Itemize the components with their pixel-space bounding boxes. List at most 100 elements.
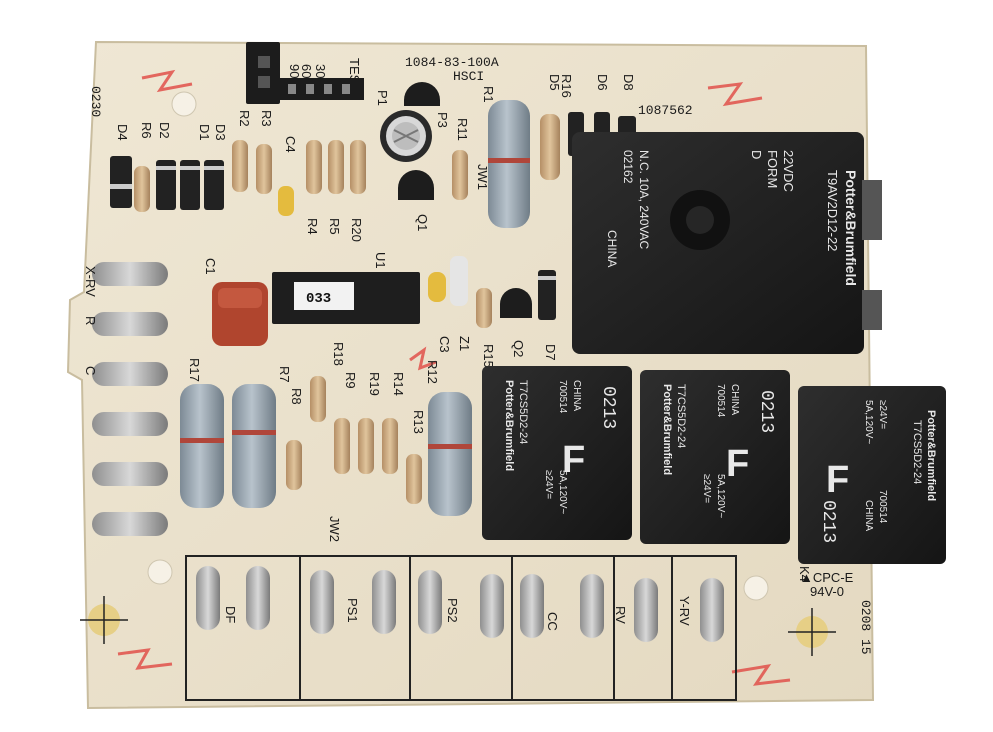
ref-r12: R12 [425,360,440,384]
ref-r14: R14 [391,372,406,396]
ref-r15: R15 [481,344,496,368]
maker-line-1: ▲CPC-E [800,570,854,585]
main-relay: Potter&Brumfield T9AV2D12-22 22VDC FORM … [572,132,882,354]
svg-text:F: F [826,459,849,501]
side-terminal [92,512,168,536]
ic-label: 033 [306,291,331,307]
svg-text:700514: 700514 [715,384,726,418]
ref-r6: R6 [139,122,154,139]
side-terminal: R [83,312,168,336]
terminal-label-df: DF [223,606,238,623]
svg-text:≥24V=: ≥24V= [701,474,712,503]
ref-r1: R1 [481,86,496,103]
svg-text:5A,120V~: 5A,120V~ [863,400,874,444]
svg-text:F: F [726,443,749,485]
side-terminal: X-RV [83,262,168,297]
ref-d2: D2 [157,122,172,139]
svg-text:700514: 700514 [877,490,888,524]
side-terminal: C [83,362,168,386]
ref-p3: P3 [435,112,450,128]
ref-jw2: JW2 [327,516,342,542]
date-code-right: 0208 15 [858,600,873,655]
main-relay-line2: FORM [765,150,780,188]
part-number: 1084-83-100A [405,55,499,70]
small-relay-2: Potter&Brumfield T7CS5D2-24 700514 CHINA… [640,370,790,544]
svg-text:Potter&Brumfield: Potter&Brumfield [661,384,673,475]
bottom-terminals: DF PS1 PS2 CC RV Y-RV [185,555,737,701]
svg-text:5A,120V~: 5A,120V~ [557,470,568,514]
small-relay-3: Potter&Brumfield T7CS5D2-24 ≥24V= 5A,120… [798,386,946,564]
ref-d3: D3 [213,124,228,141]
svg-text:0213: 0213 [598,386,618,429]
main-relay-code: 02162 [621,150,635,184]
ref-q1: Q1 [415,214,430,231]
terminal-label-ps1: PS1 [345,598,360,623]
svg-text:CHINA: CHINA [729,384,740,415]
svg-text:F: F [562,439,585,481]
serial-number: 1087562 [638,103,693,118]
label-30: 30 [313,64,328,78]
side-terminals: X-RV R C [83,262,168,536]
svg-text:Potter&Brumfield: Potter&Brumfield [503,380,515,471]
ref-r3: R3 [259,110,274,127]
small-resistors [134,114,560,504]
ic-chip-u1: 033 [272,272,420,324]
electrolytic-capacitor [380,110,432,162]
ref-r20: R20 [349,218,364,242]
diode-row [110,112,636,320]
transistor-q2 [500,288,532,318]
svg-text:5A,120V~: 5A,120V~ [715,474,726,518]
terminal-label-rv: RV [613,606,628,624]
label-90: 90 [287,64,302,78]
pin-header [246,42,364,104]
film-capacitor [212,282,268,346]
svg-text:≥24V=: ≥24V= [877,400,888,429]
svg-text:Potter&Brumfield: Potter&Brumfield [925,410,937,501]
ref-q2: Q2 [511,340,526,357]
svg-text:T7CS5D2-24: T7CS5D2-24 [517,380,529,444]
ref-c1: C1 [203,258,218,275]
main-relay-brand: Potter&Brumfield [843,170,859,286]
model-code: HSCI [453,69,484,84]
svg-text:0213: 0213 [818,500,838,543]
maker-line-2: 94V-0 [810,584,844,599]
svg-text:X-RV: X-RV [83,266,98,297]
ref-u1: U1 [373,252,388,269]
ref-r5: R5 [327,218,342,235]
svg-text:CHINA: CHINA [571,380,582,411]
ref-d1: D1 [197,124,212,141]
ref-r7: R7 [277,366,292,383]
svg-text:R: R [83,316,98,325]
ref-d5: D5 [547,74,562,91]
terminal-label-y-rv: Y-RV [677,596,692,626]
svg-text:T7CS5D2-24: T7CS5D2-24 [911,420,923,484]
label-60: 60 [299,64,314,78]
svg-text:CHINA: CHINA [863,500,874,531]
main-relay-line1: 22VDC [781,150,796,192]
mounting-fiducials [80,91,836,656]
main-relay-line3: D [749,150,764,159]
label-p1: P1 [375,90,390,106]
ref-r18: R18 [331,342,346,366]
ref-z1: Z1 [457,336,472,351]
terminal-label-cc: CC [545,612,560,631]
svg-text:700514: 700514 [557,380,568,414]
ref-r16: R16 [559,74,574,98]
ref-r11: R11 [455,118,470,141]
side-terminal [92,412,168,436]
ref-c4: C4 [283,136,298,153]
main-relay-model: T9AV2D12-22 [825,170,840,251]
svg-text:≥24V=: ≥24V= [543,470,554,499]
ref-r8: R8 [289,388,304,405]
svg-text:T7CS5D2-24: T7CS5D2-24 [675,384,687,448]
ref-r17: R17 [187,358,202,382]
transistor-q1 [398,170,434,200]
ref-r13: R13 [411,410,426,434]
ref-k4: K4 [797,566,812,582]
side-terminal [92,462,168,486]
ref-d8: D8 [621,74,636,91]
ref-r4: R4 [305,218,320,235]
ref-r19: R19 [367,372,382,396]
power-resistors [180,100,530,516]
